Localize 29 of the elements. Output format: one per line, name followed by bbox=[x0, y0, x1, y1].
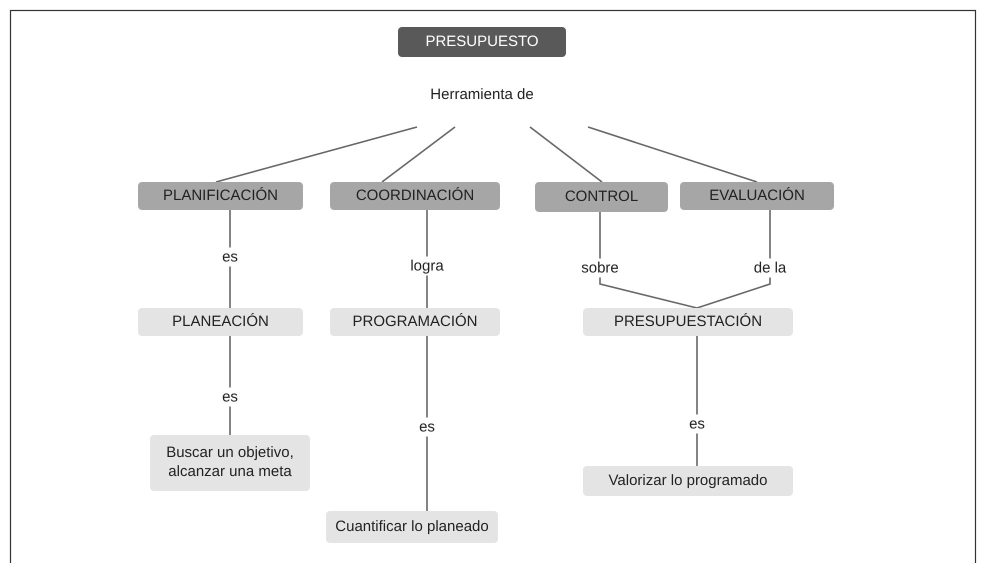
concept-box: COORDINACIÓN bbox=[330, 182, 500, 210]
connector-line bbox=[216, 126, 418, 183]
edge-label: es bbox=[220, 388, 240, 406]
edge-label: de la bbox=[752, 258, 788, 278]
connector-line bbox=[426, 336, 428, 511]
connector-line bbox=[229, 336, 231, 435]
connector-line bbox=[530, 126, 602, 183]
connector-line bbox=[696, 210, 771, 309]
edge-label: es bbox=[417, 418, 437, 436]
concept-box: PRESUPUESTO bbox=[398, 27, 566, 57]
connector-line bbox=[599, 212, 698, 309]
concept-box: PRESUPUESTACIÓN bbox=[583, 308, 793, 336]
connector-line bbox=[382, 126, 456, 183]
concept-box: Valorizar lo programado bbox=[583, 466, 793, 496]
connector-line bbox=[696, 336, 698, 466]
concept-box: Cuantificar lo planeado bbox=[326, 511, 498, 543]
concept-box: PLANEACIÓN bbox=[138, 308, 303, 336]
concept-box: CONTROL bbox=[535, 182, 668, 212]
connector-line bbox=[588, 126, 758, 183]
concept-box: PLANIFICACIÓN bbox=[138, 182, 303, 210]
concept-box: EVALUACIÓN bbox=[680, 182, 834, 210]
edge-label: sobre bbox=[579, 258, 621, 278]
edge-label: es bbox=[220, 248, 240, 266]
connector-line bbox=[229, 210, 231, 308]
concept-box: PROGRAMACIÓN bbox=[330, 308, 500, 336]
edge-label: logra bbox=[408, 256, 446, 276]
concept-box: Buscar un objetivo, alcanzar una meta bbox=[150, 435, 310, 491]
edge-label: es bbox=[687, 414, 707, 434]
linking-phrase: Herramienta de bbox=[420, 86, 544, 127]
